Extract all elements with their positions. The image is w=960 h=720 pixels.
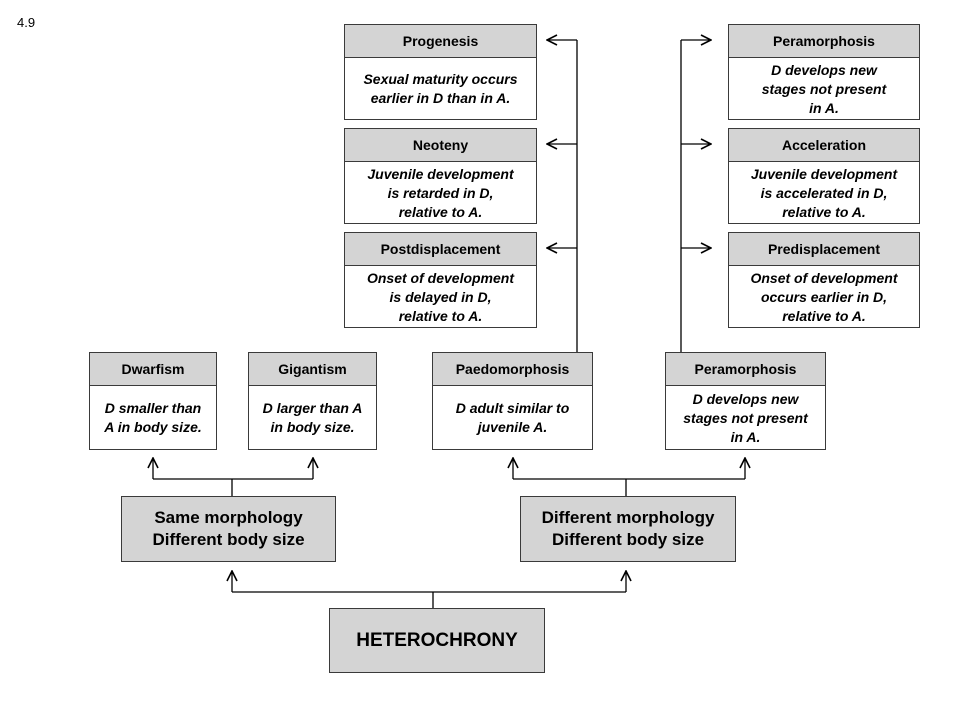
neoteny-box: Neoteny Juvenile development is retarded… [344, 128, 537, 224]
peramorphosis-top-box: Peramorphosis D develops new stages not … [728, 24, 920, 120]
gigantism-title: Gigantism [249, 353, 376, 386]
paedomorphosis-box: Paedomorphosis D adult similar to juveni… [432, 352, 593, 450]
peramorphosis-box: Peramorphosis D develops new stages not … [665, 352, 826, 450]
dwarfism-title: Dwarfism [90, 353, 216, 386]
dwarfism-box: Dwarfism D smaller than A in body size. [89, 352, 217, 450]
peramorphosis-top-title: Peramorphosis [729, 25, 919, 58]
acceleration-text: Juvenile development is accelerated in D… [750, 165, 898, 220]
progenesis-text: Sexual maturity occurs earlier in D than… [363, 71, 518, 106]
gigantism-box: Gigantism D larger than A in body size. [248, 352, 377, 450]
predisplacement-title: Predisplacement [729, 233, 919, 266]
same-morphology-box: Same morphology Different body size [121, 496, 336, 562]
postdisplacement-box: Postdisplacement Onset of development is… [344, 232, 537, 328]
figure-number: 4.9 [17, 15, 36, 30]
predisplacement-text: Onset of development occurs earlier in D… [750, 269, 898, 324]
predisplacement-box: Predisplacement Onset of development occ… [728, 232, 920, 328]
acceleration-title: Acceleration [729, 129, 919, 162]
progenesis-box: Progenesis Sexual maturity occurs earlie… [344, 24, 537, 120]
acceleration-box: Acceleration Juvenile development is acc… [728, 128, 920, 224]
gigantism-text: D larger than A in body size. [262, 400, 363, 435]
progenesis-title: Progenesis [345, 25, 536, 58]
dwarfism-text: D smaller than A in body size. [104, 400, 202, 435]
peramorphosis-top-text: D develops new stages not present in A. [761, 61, 887, 116]
neoteny-title: Neoteny [345, 129, 536, 162]
paedomorphosis-title: Paedomorphosis [433, 353, 592, 386]
different-morphology-box: Different morphology Different body size [520, 496, 736, 562]
neoteny-text: Juvenile development is retarded in D, r… [367, 165, 514, 220]
peramorphosis-title: Peramorphosis [666, 353, 825, 386]
peramorphosis-text: D develops new stages not present in A. [683, 390, 808, 445]
paedomorphosis-text: D adult similar to juvenile A. [455, 400, 570, 435]
postdisplacement-text: Onset of development is delayed in D, re… [366, 269, 515, 324]
heterochrony-box: HETEROCHRONY [329, 608, 545, 673]
postdisplacement-title: Postdisplacement [345, 233, 536, 266]
